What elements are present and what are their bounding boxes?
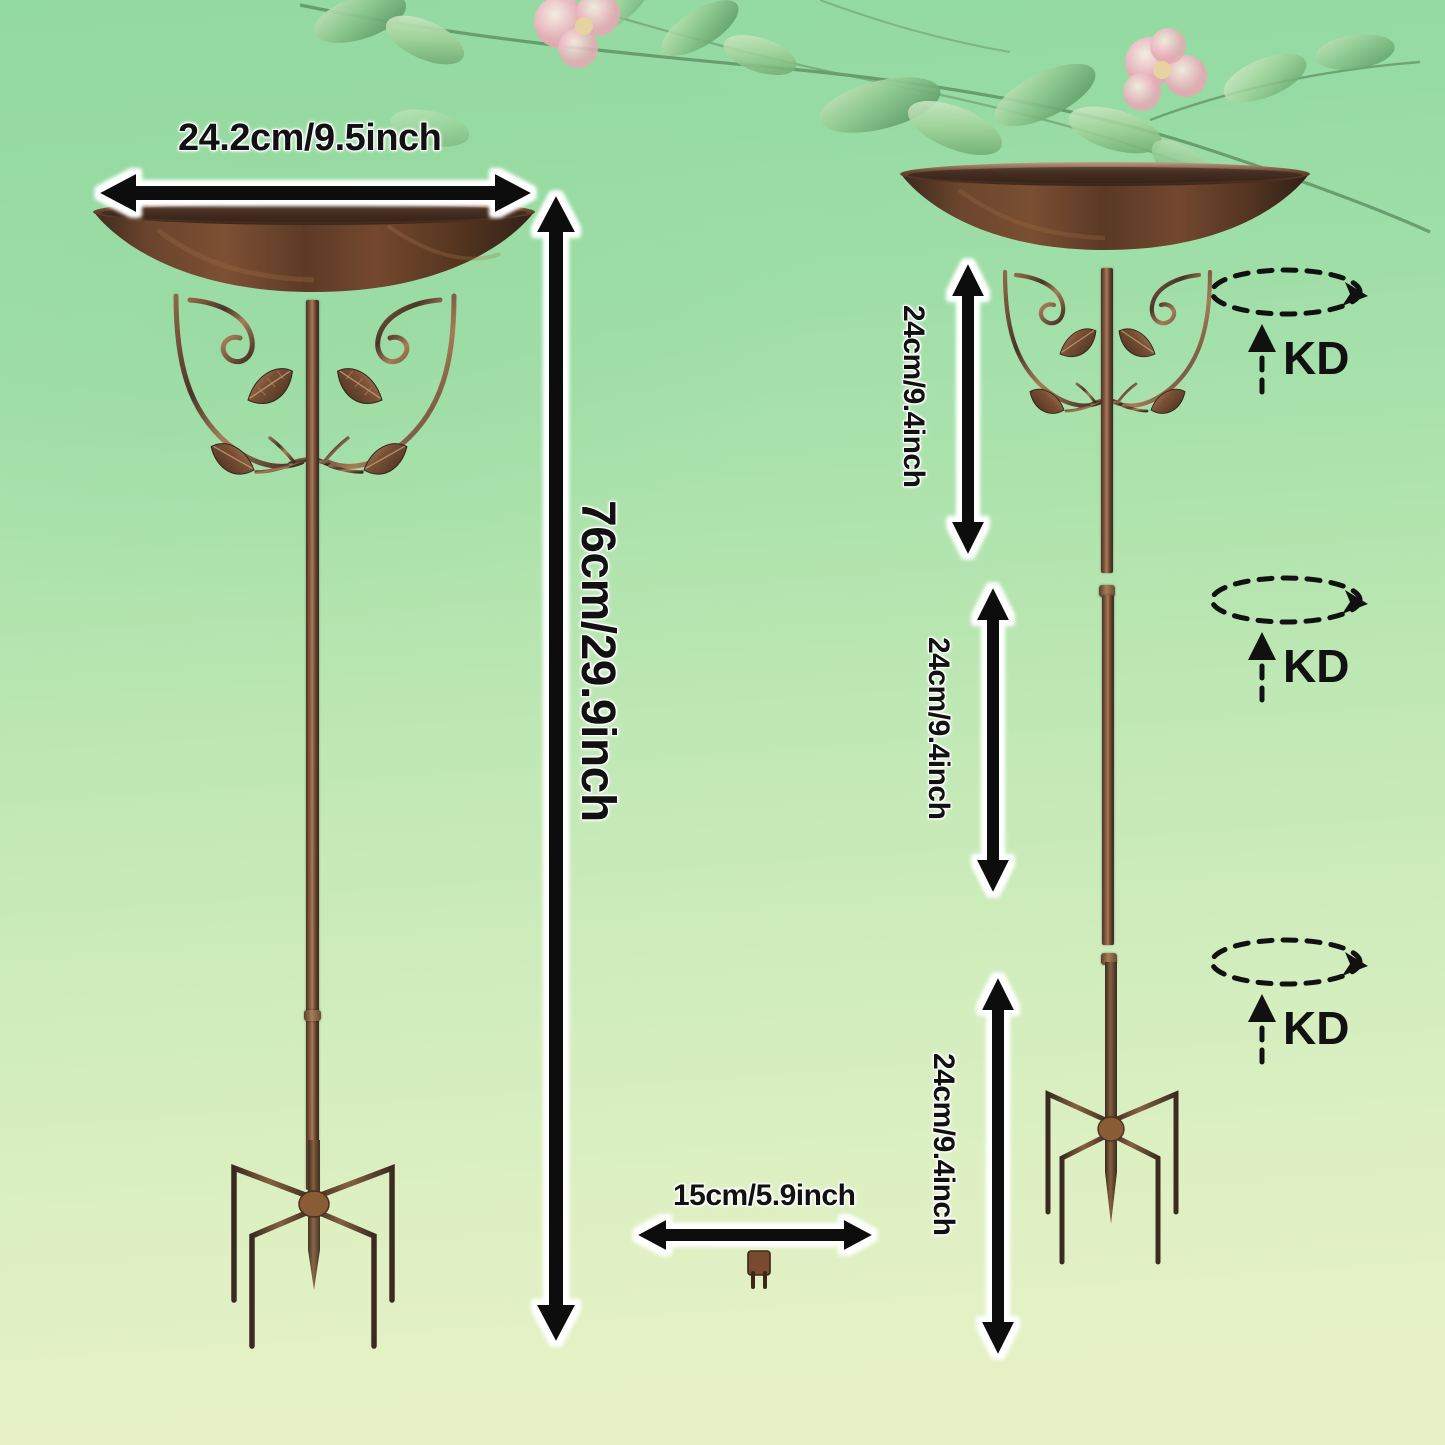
scrollwork-ornament: [173, 293, 457, 475]
rotation-arrowhead-icon: [1342, 952, 1368, 976]
blossom: [534, 0, 620, 68]
rotation-ellipse-icon: [1209, 267, 1363, 317]
insert-arrowhead-icon: [1248, 632, 1276, 660]
pole-section-top: [1101, 268, 1113, 573]
section-1-height-arrow: [952, 264, 984, 554]
ground-stake-bracket: [638, 1250, 886, 1409]
insert-arrowhead-icon: [1248, 994, 1276, 1022]
section-3-height-arrow: [982, 978, 1014, 1354]
rotation-ellipse-icon: [1209, 575, 1363, 625]
section-2-height-label: 24cm/9.4inch: [922, 637, 955, 820]
pole-connector-middle: [1099, 585, 1115, 597]
rotation-ellipse-icon: [1209, 937, 1363, 987]
center-pole: [306, 300, 319, 1190]
scrollwork-ornament-exploded: [1002, 269, 1213, 414]
base-legs: [231, 1140, 395, 1349]
pole-joint-collar: [304, 1010, 321, 1021]
section-2-height-arrow: [977, 588, 1009, 892]
total-height-label: 76cm/29.9inch: [571, 500, 624, 822]
bird-bath-bowl-exploded: [900, 162, 1310, 250]
blossom: [1123, 28, 1207, 111]
kd-label-3: KD: [1283, 1002, 1350, 1054]
insert-arrowhead-icon: [1248, 324, 1276, 352]
pole-section-middle: [1102, 595, 1114, 945]
section-3-height-label: 24cm/9.4inch: [927, 1053, 960, 1236]
rotation-arrowhead-icon: [1342, 282, 1368, 306]
rotation-arrowhead-icon: [1342, 590, 1368, 614]
section-1-height-label: 24cm/9.4inch: [897, 305, 930, 488]
base-legs-exploded: [1045, 962, 1179, 1265]
bowl-diameter-label: 24.2cm/9.5inch: [178, 117, 442, 159]
bracket-width-label: 15cm/5.9inch: [673, 1179, 856, 1212]
kd-label-2: KD: [1283, 640, 1350, 692]
kd-label-1: KD: [1283, 332, 1350, 384]
